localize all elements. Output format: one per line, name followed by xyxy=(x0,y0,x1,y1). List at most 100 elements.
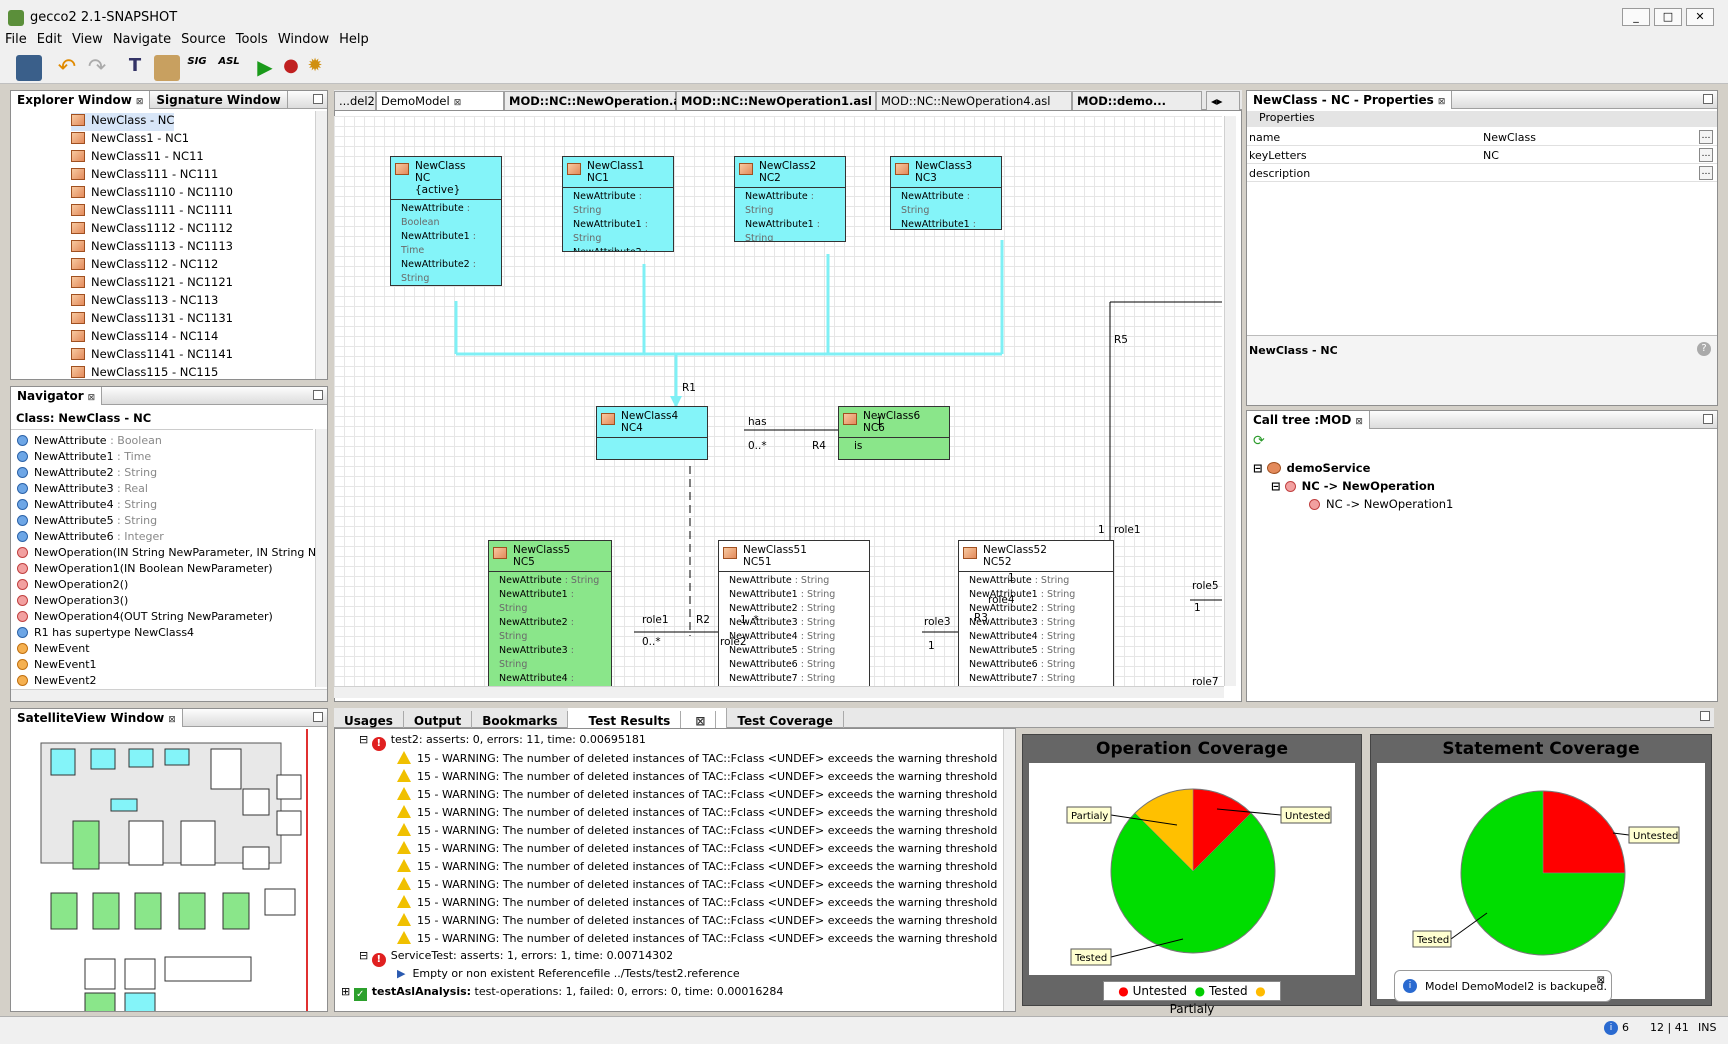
tab-newoperation-asl[interactable]: MOD::NC::NewOperation.asl xyxy=(504,91,692,110)
result-service-test[interactable]: ⊟ !ServiceTest: asserts: 1, errors: 1, t… xyxy=(359,949,674,967)
calltree-child[interactable]: ⊟ NC -> NewOperation xyxy=(1271,479,1435,493)
explorer-item[interactable]: NewClass112 - NC112 xyxy=(71,257,218,275)
property-row-keyletters[interactable]: keyLetters NC … xyxy=(1247,147,1717,164)
help-icon[interactable]: ? xyxy=(1697,342,1711,356)
explorer-item[interactable]: NewClass115 - NC115 xyxy=(71,365,218,379)
result-test2[interactable]: ⊟ !test2: asserts: 0, errors: 11, time: … xyxy=(359,733,646,751)
tab-properties[interactable]: NewClass - NC - Properties⊠ xyxy=(1247,91,1453,109)
explorer-item[interactable]: NewClass - NC xyxy=(71,113,175,131)
navigator-item[interactable]: NewAttribute6 : Integer xyxy=(17,530,164,544)
tools-icon[interactable]: T xyxy=(128,55,142,76)
explorer-item[interactable]: NewClass1141 - NC1141 xyxy=(71,347,233,365)
minimize-panel-icon[interactable] xyxy=(313,94,323,104)
results-scrollbar[interactable] xyxy=(1003,729,1015,1011)
diagram-scrollbar-v[interactable] xyxy=(1224,116,1236,686)
run-icon[interactable]: ▶ xyxy=(257,55,273,79)
navigator-item[interactable]: R1 has supertype NewClass4 xyxy=(17,626,194,640)
menu-tools[interactable]: Tools xyxy=(235,32,268,47)
notification-toast[interactable]: i Model DemoModel2 is backuped. ⊠ xyxy=(1394,970,1612,1002)
minimize-panel-icon[interactable] xyxy=(313,390,323,400)
explorer-item[interactable]: NewClass1110 - NC1110 xyxy=(71,185,233,203)
result-warning[interactable]: 15 - WARNING: The number of deleted inst… xyxy=(397,751,997,769)
refresh-icon[interactable]: ⟳ xyxy=(1253,433,1265,449)
result-warning[interactable]: 15 - WARNING: The number of deleted inst… xyxy=(397,841,997,859)
explorer-item[interactable]: NewClass1121 - NC1121 xyxy=(71,275,233,293)
navigator-scrollbar-v[interactable] xyxy=(315,429,327,687)
close-icon[interactable]: ⊠ xyxy=(1596,975,1605,986)
navigator-item[interactable]: NewAttribute2 : String xyxy=(17,466,157,480)
tab-demomodel[interactable]: DemoModel⊠ xyxy=(376,91,504,110)
navigator-item[interactable]: NewEvent1 xyxy=(17,658,97,672)
result-warning[interactable]: 15 - WARNING: The number of deleted inst… xyxy=(397,913,997,931)
tab-usages[interactable]: Usages xyxy=(334,711,404,731)
navigator-item[interactable]: NewOperation3() xyxy=(17,594,128,608)
menu-source[interactable]: Source xyxy=(181,32,226,47)
navigator-item[interactable]: NewAttribute1 : Time xyxy=(17,450,151,464)
tab-output[interactable]: Output xyxy=(404,711,473,731)
navigator-item[interactable]: NewAttribute3 : Real xyxy=(17,482,148,496)
tab-newoperation1-asl[interactable]: MOD::NC::NewOperation1.asl xyxy=(676,91,876,110)
run-tests-icon[interactable]: ● xyxy=(283,55,299,76)
explorer-item[interactable]: NewClass1112 - NC1112 xyxy=(71,221,233,239)
result-warning[interactable]: 15 - WARNING: The number of deleted inst… xyxy=(397,769,997,787)
explorer-scrollbar[interactable] xyxy=(315,111,327,379)
menu-edit[interactable]: Edit xyxy=(36,32,62,47)
redo-icon[interactable]: ↷ xyxy=(87,55,107,80)
save-all-icon[interactable] xyxy=(16,55,42,81)
property-row-description[interactable]: description … xyxy=(1247,165,1717,182)
tab-bookmarks[interactable]: Bookmarks xyxy=(472,711,569,731)
explorer-item[interactable]: NewClass1111 - NC1111 xyxy=(71,203,233,221)
menu-window[interactable]: Window xyxy=(277,32,330,47)
explorer-item[interactable]: NewClass111 - NC111 xyxy=(71,167,218,185)
tab-demo-asl[interactable]: MOD::demo... xyxy=(1072,91,1202,110)
result-warning[interactable]: 15 - WARNING: The number of deleted inst… xyxy=(397,823,997,841)
minimize-button[interactable]: _ xyxy=(1622,8,1650,26)
result-warning[interactable]: 15 - WARNING: The number of deleted inst… xyxy=(397,787,997,805)
explorer-item[interactable]: NewClass1131 - NC1131 xyxy=(71,311,233,329)
minimize-panel-icon[interactable] xyxy=(1703,94,1713,104)
explorer-item[interactable]: NewClass114 - NC114 xyxy=(71,329,218,347)
explorer-item[interactable]: NewClass11 - NC11 xyxy=(71,149,204,167)
minimize-panel-icon[interactable] xyxy=(313,712,323,722)
result-empty-reference[interactable]: ▶ Empty or non existent Referencefile ..… xyxy=(397,967,740,980)
navigator-scrollbar-h[interactable] xyxy=(11,689,327,701)
tab-demomodel2[interactable]: ...del2 xyxy=(334,91,376,110)
generate-icon[interactable] xyxy=(154,55,180,81)
result-warning[interactable]: 15 - WARNING: The number of deleted inst… xyxy=(397,931,997,949)
explorer-item[interactable]: NewClass1113 - NC1113 xyxy=(71,239,233,257)
notification-icon[interactable]: i xyxy=(1604,1021,1618,1035)
navigator-item[interactable]: NewAttribute4 : String xyxy=(17,498,157,512)
result-warning[interactable]: 15 - WARNING: The number of deleted inst… xyxy=(397,877,997,895)
navigator-item[interactable]: NewAttribute5 : String xyxy=(17,514,157,528)
menu-navigate[interactable]: Navigate xyxy=(112,32,172,47)
edit-ellipsis-button[interactable]: … xyxy=(1699,130,1713,144)
tab-scroll-icon[interactable]: ◂▸ xyxy=(1206,91,1240,110)
maximize-button[interactable]: □ xyxy=(1654,8,1682,26)
properties-section[interactable]: Properties xyxy=(1247,111,1717,127)
navigator-item[interactable]: NewOperation1(IN Boolean NewParameter) xyxy=(17,562,273,576)
tab-satellite-view[interactable]: SatelliteView Window⊠ xyxy=(11,709,183,727)
navigator-item[interactable]: NewEvent2 xyxy=(17,674,97,688)
edit-ellipsis-button[interactable]: … xyxy=(1699,166,1713,180)
navigator-item[interactable]: NewOperation(IN String NewParameter, IN … xyxy=(17,546,327,560)
tab-call-tree[interactable]: Call tree :MOD⊠ xyxy=(1247,411,1370,429)
minimize-panel-icon[interactable] xyxy=(1700,711,1710,721)
tab-signature-window[interactable]: Signature Window xyxy=(150,91,288,109)
result-warning[interactable]: 15 - WARNING: The number of deleted inst… xyxy=(397,859,997,877)
calltree-leaf[interactable]: NC -> NewOperation1 xyxy=(1309,497,1453,511)
asl-check-icon[interactable]: ASL xyxy=(218,56,240,67)
result-warning[interactable]: 15 - WARNING: The number of deleted inst… xyxy=(397,895,997,913)
result-warning[interactable]: 15 - WARNING: The number of deleted inst… xyxy=(397,805,997,823)
result-asl-analysis[interactable]: ⊞ ✓testAslAnalysis: test-operations: 1, … xyxy=(341,985,784,1001)
calltree-root[interactable]: ⊟ demoService xyxy=(1253,461,1371,475)
tab-explorer-window[interactable]: Explorer Window⊠ xyxy=(11,91,151,109)
property-row-name[interactable]: name NewClass … xyxy=(1247,129,1717,146)
